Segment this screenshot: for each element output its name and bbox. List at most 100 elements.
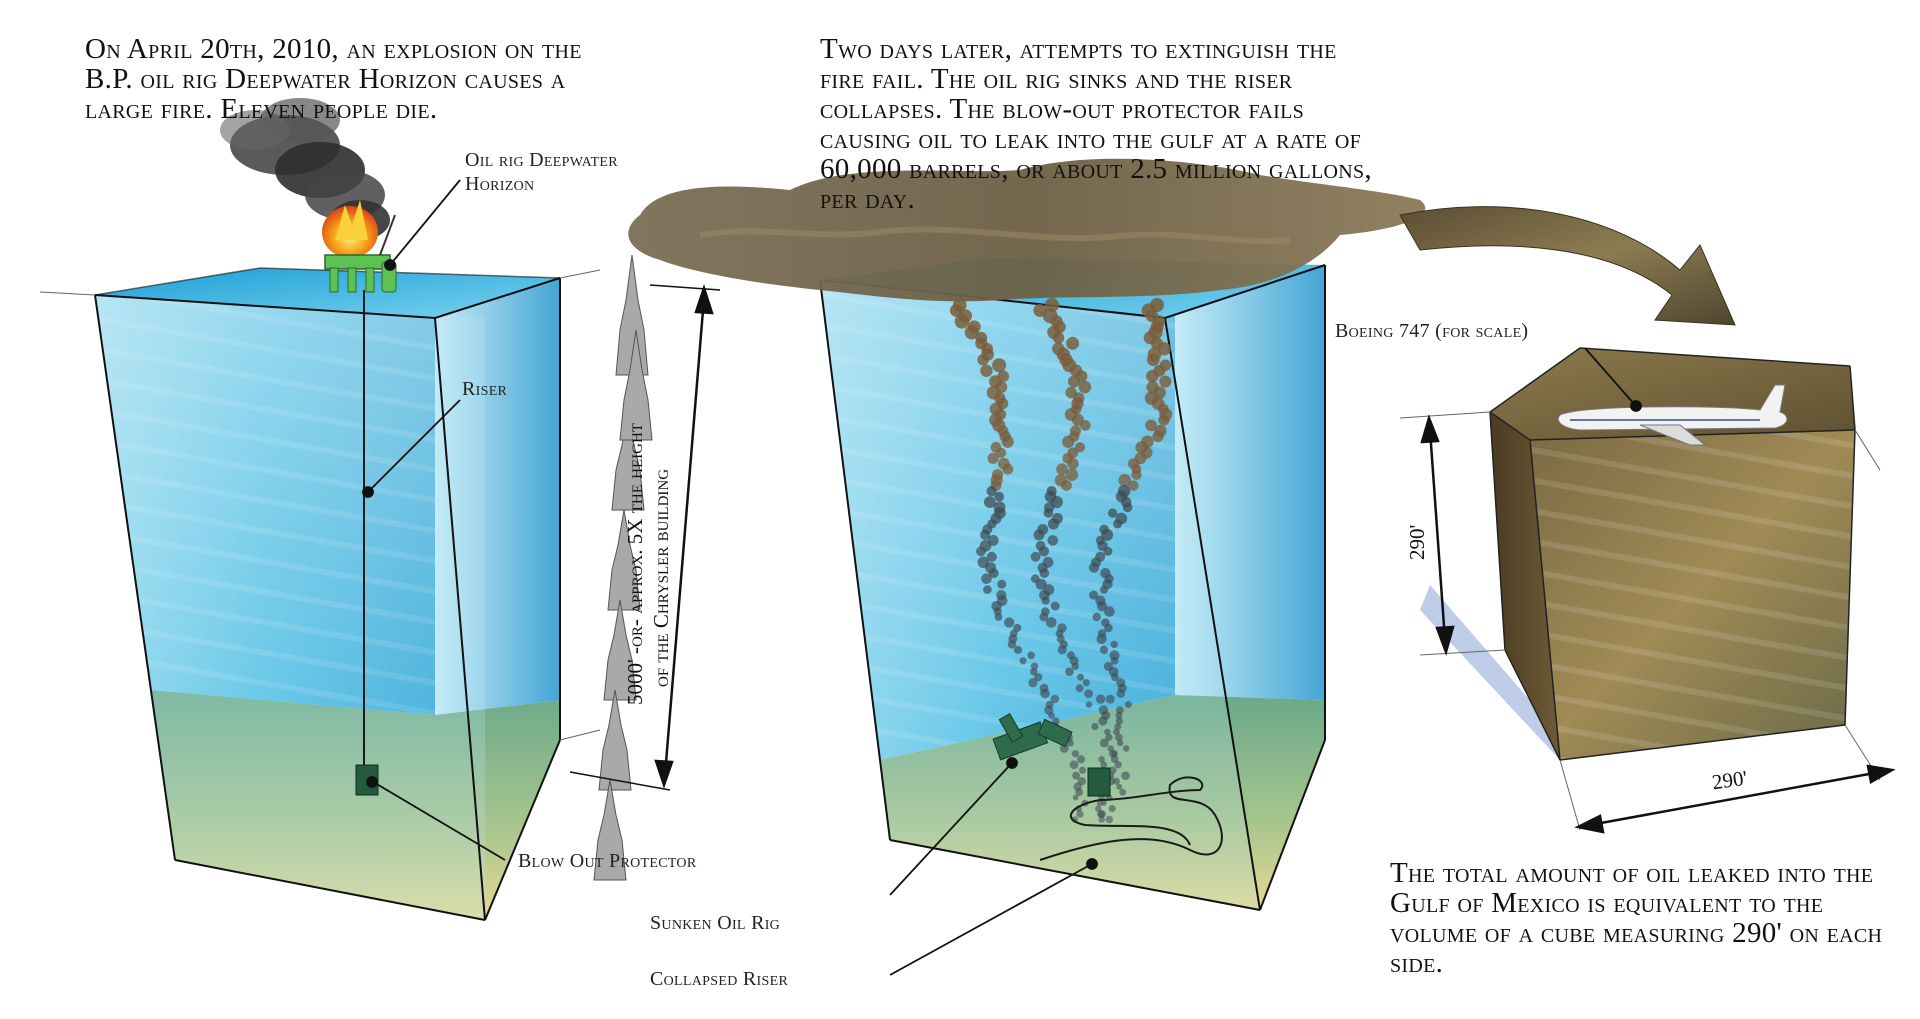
oil-droplet <box>1084 689 1093 698</box>
oil-droplet <box>1038 546 1050 557</box>
oil-droplet <box>1077 755 1086 764</box>
oil-droplet <box>1101 528 1114 541</box>
oil-droplet <box>1114 761 1122 769</box>
label-cube-width: 290' <box>1710 765 1749 795</box>
oil-droplet <box>1019 657 1027 665</box>
oil-droplet <box>1089 590 1099 600</box>
oil-droplet <box>997 579 1007 589</box>
oil-droplet <box>1033 529 1045 541</box>
oil-droplet <box>983 585 992 594</box>
oil-droplet <box>1039 568 1050 578</box>
oil-droplet <box>986 551 997 562</box>
oil-droplet <box>1030 668 1038 676</box>
oil-droplet <box>1128 480 1139 491</box>
oil-droplet <box>992 358 1007 373</box>
oil-droplet <box>1030 551 1041 562</box>
oil-droplet <box>1110 755 1119 764</box>
oil-droplet <box>1007 640 1017 649</box>
caption-rig-sinks: Two days later, attempts to extinguish t… <box>820 33 1372 215</box>
oil-droplet <box>1108 508 1118 518</box>
leader-lines-left <box>362 179 506 861</box>
oil-droplet <box>1050 601 1060 611</box>
oil-droplet <box>1115 712 1123 719</box>
caption-explosion: On April 20th, 2010, an explosion on the… <box>85 33 582 125</box>
oil-droplet <box>1111 673 1119 682</box>
collapsed-riser-line <box>1039 776 1223 861</box>
oil-droplet <box>1105 815 1114 824</box>
oil-droplet <box>1069 760 1079 770</box>
oil-droplet <box>1113 519 1123 529</box>
oil-droplet <box>1097 601 1108 612</box>
oil-droplet <box>1105 694 1115 704</box>
oil-droplet <box>1114 723 1122 730</box>
label-depth-line2: of the Chrysler building <box>649 468 673 687</box>
oil-droplet <box>1077 673 1085 681</box>
oil-droplet <box>1113 728 1120 736</box>
oil-droplet <box>1013 645 1023 654</box>
label-blow-out-protector: Blow Out Protector <box>518 850 697 872</box>
oil-droplet <box>1075 684 1084 693</box>
label-depth: 5000' -or- approx. 5X the height of the … <box>622 423 674 705</box>
oil-droplet <box>1099 645 1109 654</box>
depth-dimension-arrow <box>569 283 721 791</box>
oil-droplet <box>1098 716 1108 726</box>
cube-dimension-arrows <box>1420 414 1896 834</box>
oil-droplet <box>1098 816 1105 823</box>
oil-droplet <box>994 491 1005 502</box>
oil-droplet <box>1098 756 1105 763</box>
oil-droplet <box>1065 667 1074 676</box>
oil-droplet <box>1095 805 1102 812</box>
leader-line-boeing <box>1584 347 1642 412</box>
oil-droplet <box>1027 651 1035 660</box>
oil-droplet <box>1068 375 1081 388</box>
oil-droplet <box>1096 633 1107 645</box>
oil-droplet <box>994 613 1003 621</box>
curved-arrow <box>1399 206 1736 326</box>
oil-droplet <box>980 364 993 377</box>
oil-droplet <box>1122 745 1130 752</box>
oil-droplet <box>1035 578 1047 590</box>
oil-droplet <box>1079 766 1086 774</box>
caption-total-volume: The total amount of oil leaked into the … <box>1390 857 1883 979</box>
oil-droplet <box>1047 518 1060 530</box>
oil-droplet <box>1101 800 1107 806</box>
oil-droplet <box>984 496 996 508</box>
oil-droplet <box>1119 788 1127 796</box>
oil-droplet <box>1091 722 1099 731</box>
oil-droplet <box>1096 694 1106 704</box>
oil-droplet <box>1131 469 1142 480</box>
oil-droplet <box>1043 508 1054 518</box>
oil-droplet <box>1152 430 1164 443</box>
label-collapsed-riser: Collapsed Riser <box>650 968 789 990</box>
oil-droplet <box>1098 810 1106 818</box>
oil-droplet <box>1071 662 1080 670</box>
oil-droplet <box>1075 788 1084 797</box>
label-boeing: Boeing 747 (for scale) <box>1335 320 1529 342</box>
oil-droplet <box>1074 442 1086 453</box>
oil-droplet <box>1076 810 1084 818</box>
oil-droplet <box>1109 766 1117 775</box>
oil-droplet <box>1121 771 1130 780</box>
oil-droplet <box>1104 606 1115 617</box>
oil-droplet <box>1034 673 1043 682</box>
oil-droplet <box>1059 744 1069 753</box>
label-sunken-oil-rig: Sunken Oil Rig <box>650 912 781 934</box>
oil-droplet <box>1092 612 1101 622</box>
oil-droplet <box>1080 420 1091 431</box>
oil-droplet <box>1159 375 1172 388</box>
boeing-747-shape <box>1557 384 1788 446</box>
oil-droplet <box>1002 463 1014 475</box>
oil-droplet <box>988 568 999 579</box>
oil-droplet <box>981 573 992 584</box>
label-riser: Riser <box>462 378 508 400</box>
oil-droplet <box>1108 805 1116 813</box>
oil-droplet <box>1047 535 1059 546</box>
label-cube-height: 290' <box>1405 524 1429 560</box>
oil-droplet <box>1048 712 1055 719</box>
leader-lines-middle <box>889 757 1098 976</box>
oil-droplet <box>980 529 990 540</box>
smoke-plume <box>220 98 390 240</box>
oil-droplet <box>1041 596 1050 605</box>
middle-blow-out-protector-shape <box>1087 767 1111 797</box>
oil-droplet <box>1078 380 1092 394</box>
